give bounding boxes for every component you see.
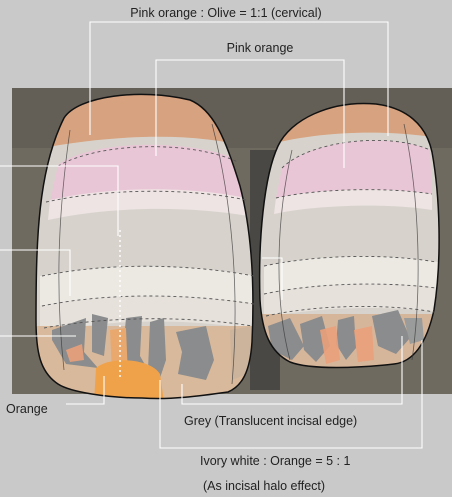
label-grey-incisal: Grey (Translucent incisal edge): [184, 414, 357, 428]
label-orange: Orange: [6, 402, 48, 416]
label-ivory-ratio: Ivory white : Orange = 5 : 1: [200, 454, 350, 468]
label-cervical-mix: Pink orange : Olive = 1:1 (cervical): [0, 6, 452, 20]
label-halo-note: (As incisal halo effect): [203, 479, 325, 493]
label-pink-orange: Pink orange: [0, 41, 452, 55]
